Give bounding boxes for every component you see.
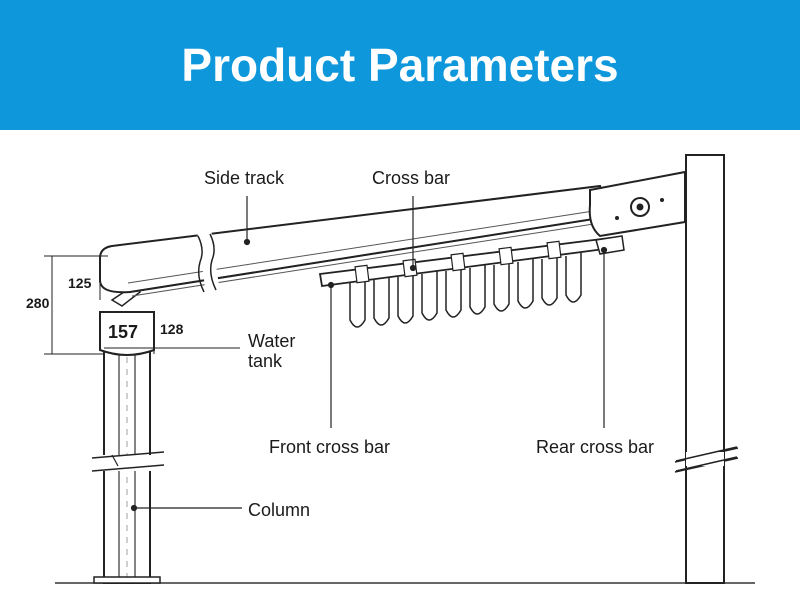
label-side-track: Side track [204,168,285,188]
water-tank [99,282,155,356]
header-banner: Product Parameters [0,0,800,130]
leader-lines [130,196,608,512]
page-title: Product Parameters [181,39,619,91]
rear-cross-bar [595,235,625,255]
left-column [91,339,165,584]
diagram-drawing: Side track Cross bar Water tank Front cr… [26,154,755,584]
dimension-280: 280 [26,295,50,311]
side-track [99,170,686,303]
fabric-loops [349,253,582,328]
label-water-tank: Water [248,331,295,351]
dimension-128: 128 [160,321,184,337]
label-water-tank-2: tank [248,351,283,371]
product-diagram: Side track Cross bar Water tank Front cr… [0,130,800,600]
label-rear-cross-bar: Rear cross bar [536,437,654,457]
dimension-157: 157 [108,322,138,342]
dimension-125: 125 [68,275,92,291]
label-cross-bar: Cross bar [372,168,450,188]
label-front-cross-bar: Front cross bar [269,437,390,457]
right-post [674,154,739,584]
dimension-lines [44,255,240,355]
label-column: Column [248,500,310,520]
fabric-clips [354,240,562,284]
